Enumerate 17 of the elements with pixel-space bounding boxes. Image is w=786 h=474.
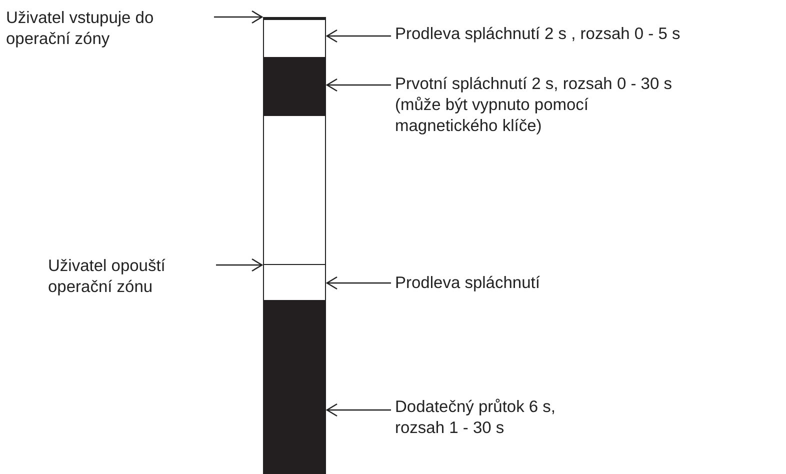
arrow xyxy=(326,29,391,43)
annotation-text: Prvotní spláchnutí 2 s, rozsah 0 - 30 s (může být vypnuto pomocí magnetického klíče) xyxy=(395,74,695,140)
arrow xyxy=(216,258,263,272)
annotation-text: Dodatečný průtok 6 s, rozsah 1 - 30 s xyxy=(395,397,580,443)
arrow xyxy=(326,78,391,92)
annotation-text: Prodleva spláchnutí 2 s , rozsah 0 - 5 s xyxy=(395,24,785,48)
annotation-text: Uživatel opouští operační zónu xyxy=(48,256,208,302)
arrow xyxy=(214,10,263,24)
timeline-bar-segment xyxy=(263,264,326,300)
arrow xyxy=(326,276,391,290)
timeline-bar-segment xyxy=(263,17,326,57)
timeline-bar-segment xyxy=(263,116,326,264)
timeline-bar-segment xyxy=(263,57,326,116)
annotation-text: Uživatel vstupuje do operační zóny xyxy=(6,8,206,54)
timeline-bar-segment xyxy=(263,300,326,474)
annotation-text: Prodleva spláchnutí xyxy=(395,273,595,297)
arrow xyxy=(326,403,391,417)
